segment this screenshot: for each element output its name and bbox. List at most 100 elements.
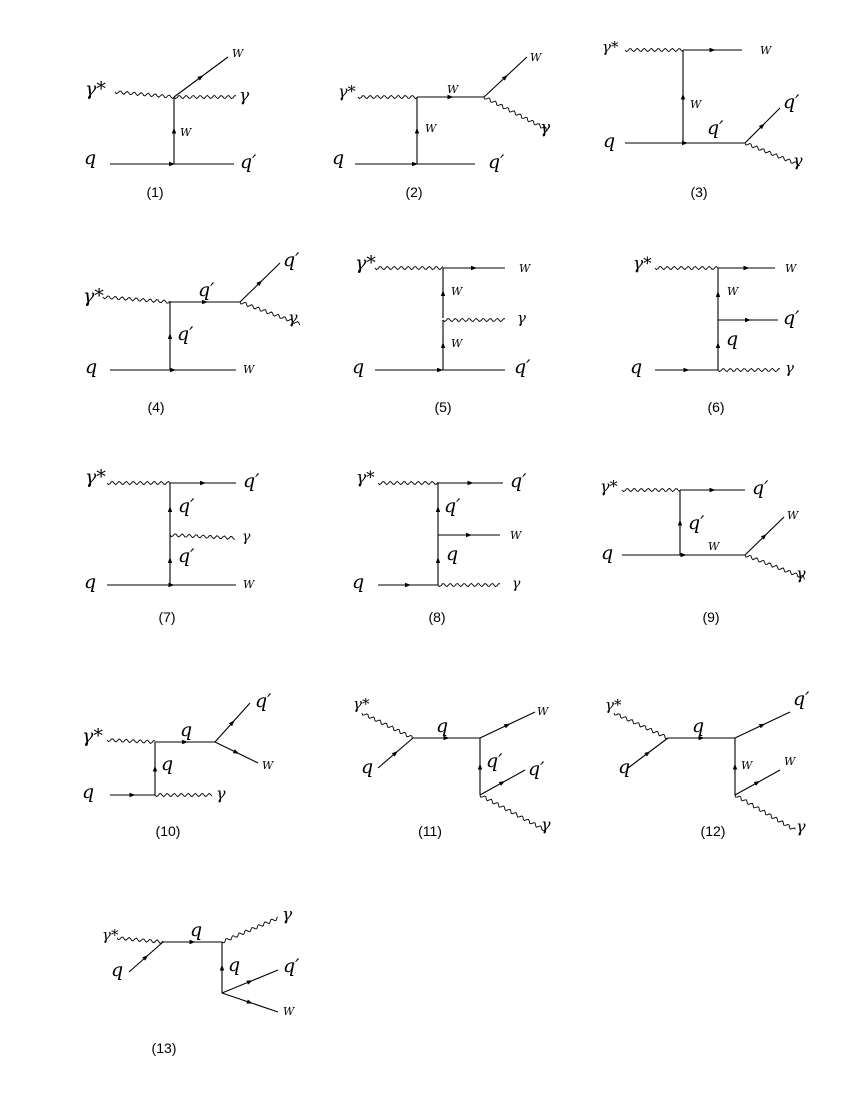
diagram-4-caption: (4) [147, 399, 164, 415]
diagram-7-photon-line [169, 533, 236, 540]
diagram-3-fermion-line-arrow [758, 123, 765, 130]
diagram-9-photon-line [621, 487, 681, 493]
diagram-11-particle-label: q′ [486, 750, 503, 772]
diagram-6-particle-label: q [630, 356, 642, 378]
diagram-10-particle-label: q [82, 781, 94, 803]
diagram-2-caption: (2) [405, 184, 422, 200]
diagram-5-particle-label: q [352, 356, 364, 378]
diagram-12-fermion-line-arrow [732, 763, 738, 770]
diagram-12-particle-label: q [692, 715, 704, 737]
diagram-11-fermion-line-arrow [391, 751, 398, 757]
diagram-13-fermion-line-arrow [246, 980, 253, 985]
diagram-13-fermion-line-arrow [246, 999, 253, 1004]
diagram-5-photon-line [374, 265, 444, 271]
diagram-12-photon-line [613, 712, 669, 740]
diagram-6-fermion-line-arrow [715, 291, 721, 297]
diagram-13-particle-label: q [111, 959, 123, 981]
diagram-6-caption: (6) [707, 399, 724, 415]
diagram-3-fermion-line-arrow [682, 140, 688, 146]
diagram-9-particle-label: γ* [600, 477, 618, 496]
diagram-11-particle-label: W [537, 705, 550, 718]
diagram-2-particle-label: W [447, 83, 460, 96]
diagram-10-particle-label: W [262, 759, 275, 772]
diagram-3-particle-label: W [760, 44, 773, 57]
diagram-5-particle-label: W [451, 285, 464, 298]
diagram-2-fermion-line-arrow [414, 127, 420, 134]
diagram-1-fermion-line-arrow [171, 127, 177, 134]
diagram-2-particle-label: γ* [338, 82, 356, 101]
diagram-6-fermion-line-arrow [715, 342, 721, 348]
diagram-3-fermion-line-arrow [680, 93, 686, 100]
diagram-5-fermion-line-arrow [440, 290, 446, 296]
diagram-10-fermion-line-arrow [228, 720, 235, 727]
diagram-13-fermion-line-arrow [142, 955, 149, 961]
diagram-12-particle-label: W [784, 755, 797, 768]
diagram-1-fermion-line-arrow [169, 161, 175, 167]
diagram-12-fermion-line-arrow [698, 735, 705, 741]
propagator-lines [102, 47, 805, 1013]
diagram-6-fermion-line-arrow [743, 265, 750, 271]
diagram-8-fermion-line-arrow [467, 480, 474, 486]
diagram-2-particle-label: γ [540, 118, 551, 138]
diagram-7-caption: (7) [158, 609, 175, 625]
diagram-12-particle-label: W [741, 759, 754, 772]
diagram-12-fermion-line-arrow [753, 781, 761, 786]
diagram-1-fermion-line-arrow [197, 75, 204, 81]
diagram-8-fermion-line-arrow [435, 506, 441, 512]
diagram-1-particle-label: W [180, 126, 193, 139]
diagram-2-particle-label: q′ [488, 151, 505, 173]
diagram-11-photon-line [361, 712, 413, 740]
diagram-13-particle-label: q′ [283, 955, 300, 977]
diagram-7-particle-label: q′ [243, 470, 260, 492]
diagram-9-fermion-line-arrow [709, 487, 716, 493]
diagram-6-particle-label: W [727, 285, 740, 298]
diagram-9-fermion-line-arrow [760, 533, 767, 540]
diagram-7-fermion-line-arrow [167, 506, 173, 512]
diagram-4-fermion-line-arrow [256, 280, 263, 287]
diagram-10-particle-label: q [161, 753, 173, 775]
diagram-10-fermion-line-arrow [129, 792, 136, 798]
diagram-8-caption: (8) [428, 609, 445, 625]
diagram-4-particle-label: γ* [83, 285, 104, 307]
diagram-13-caption: (13) [152, 1040, 177, 1056]
diagram-1-caption: (1) [146, 184, 163, 200]
diagram-11-fermion-line-arrow [477, 763, 483, 770]
diagram-5-caption: (5) [434, 399, 451, 415]
diagram-8-photon-line [377, 480, 439, 486]
diagram-6-fermion-line-arrow [683, 367, 690, 373]
diagram-3-particle-label: γ [793, 151, 803, 170]
diagram-7-particle-label: γ* [85, 466, 106, 488]
diagram-5-particle-label: γ [517, 309, 526, 327]
diagram-9-photon-line [744, 554, 805, 580]
diagram-7-particle-label: q′ [178, 495, 195, 517]
diagram-1-particle-label: W [232, 47, 245, 60]
diagram-9-particle-label: q′ [688, 512, 705, 534]
diagram-8-particle-label: q [352, 571, 364, 593]
diagram-13-particle-label: W [283, 1005, 296, 1018]
diagram-2-fermion-line-arrow [447, 94, 454, 100]
diagram-4-photon-line [239, 301, 301, 326]
diagram-2-particle-label: W [530, 51, 543, 64]
diagram-1-photon-line [173, 94, 237, 100]
diagram-12-particle-label: q′ [793, 688, 810, 710]
diagram-7-photon-line [106, 480, 171, 486]
diagram-11-particle-label: q [361, 756, 373, 778]
diagram-3-particle-label: q′ [783, 91, 800, 113]
diagram-13-photon-line [116, 936, 164, 944]
diagram-11-fermion-line-arrow [443, 735, 450, 741]
diagram-11-particle-label: q [436, 715, 448, 737]
diagram-10-fermion-line-arrow [152, 765, 158, 772]
diagram-9-particle-label: q [601, 542, 613, 564]
diagram-8-photon-line [437, 582, 501, 588]
diagram-12-particle-label: γ* [605, 696, 622, 714]
diagram-4-particle-label: q′ [198, 279, 215, 301]
diagram-6-fermion-line-arrow [745, 317, 751, 323]
diagram-10-particle-label: γ [216, 784, 226, 803]
diagram-13-particle-label: γ [282, 905, 293, 925]
diagram-3-photon-line [744, 142, 800, 167]
diagram-2-fermion-line-arrow [412, 161, 418, 167]
diagram-2-particle-label: q [332, 147, 344, 169]
diagram-4-particle-label: γ [288, 308, 298, 327]
diagram-7-fermion-line-arrow [200, 480, 206, 486]
